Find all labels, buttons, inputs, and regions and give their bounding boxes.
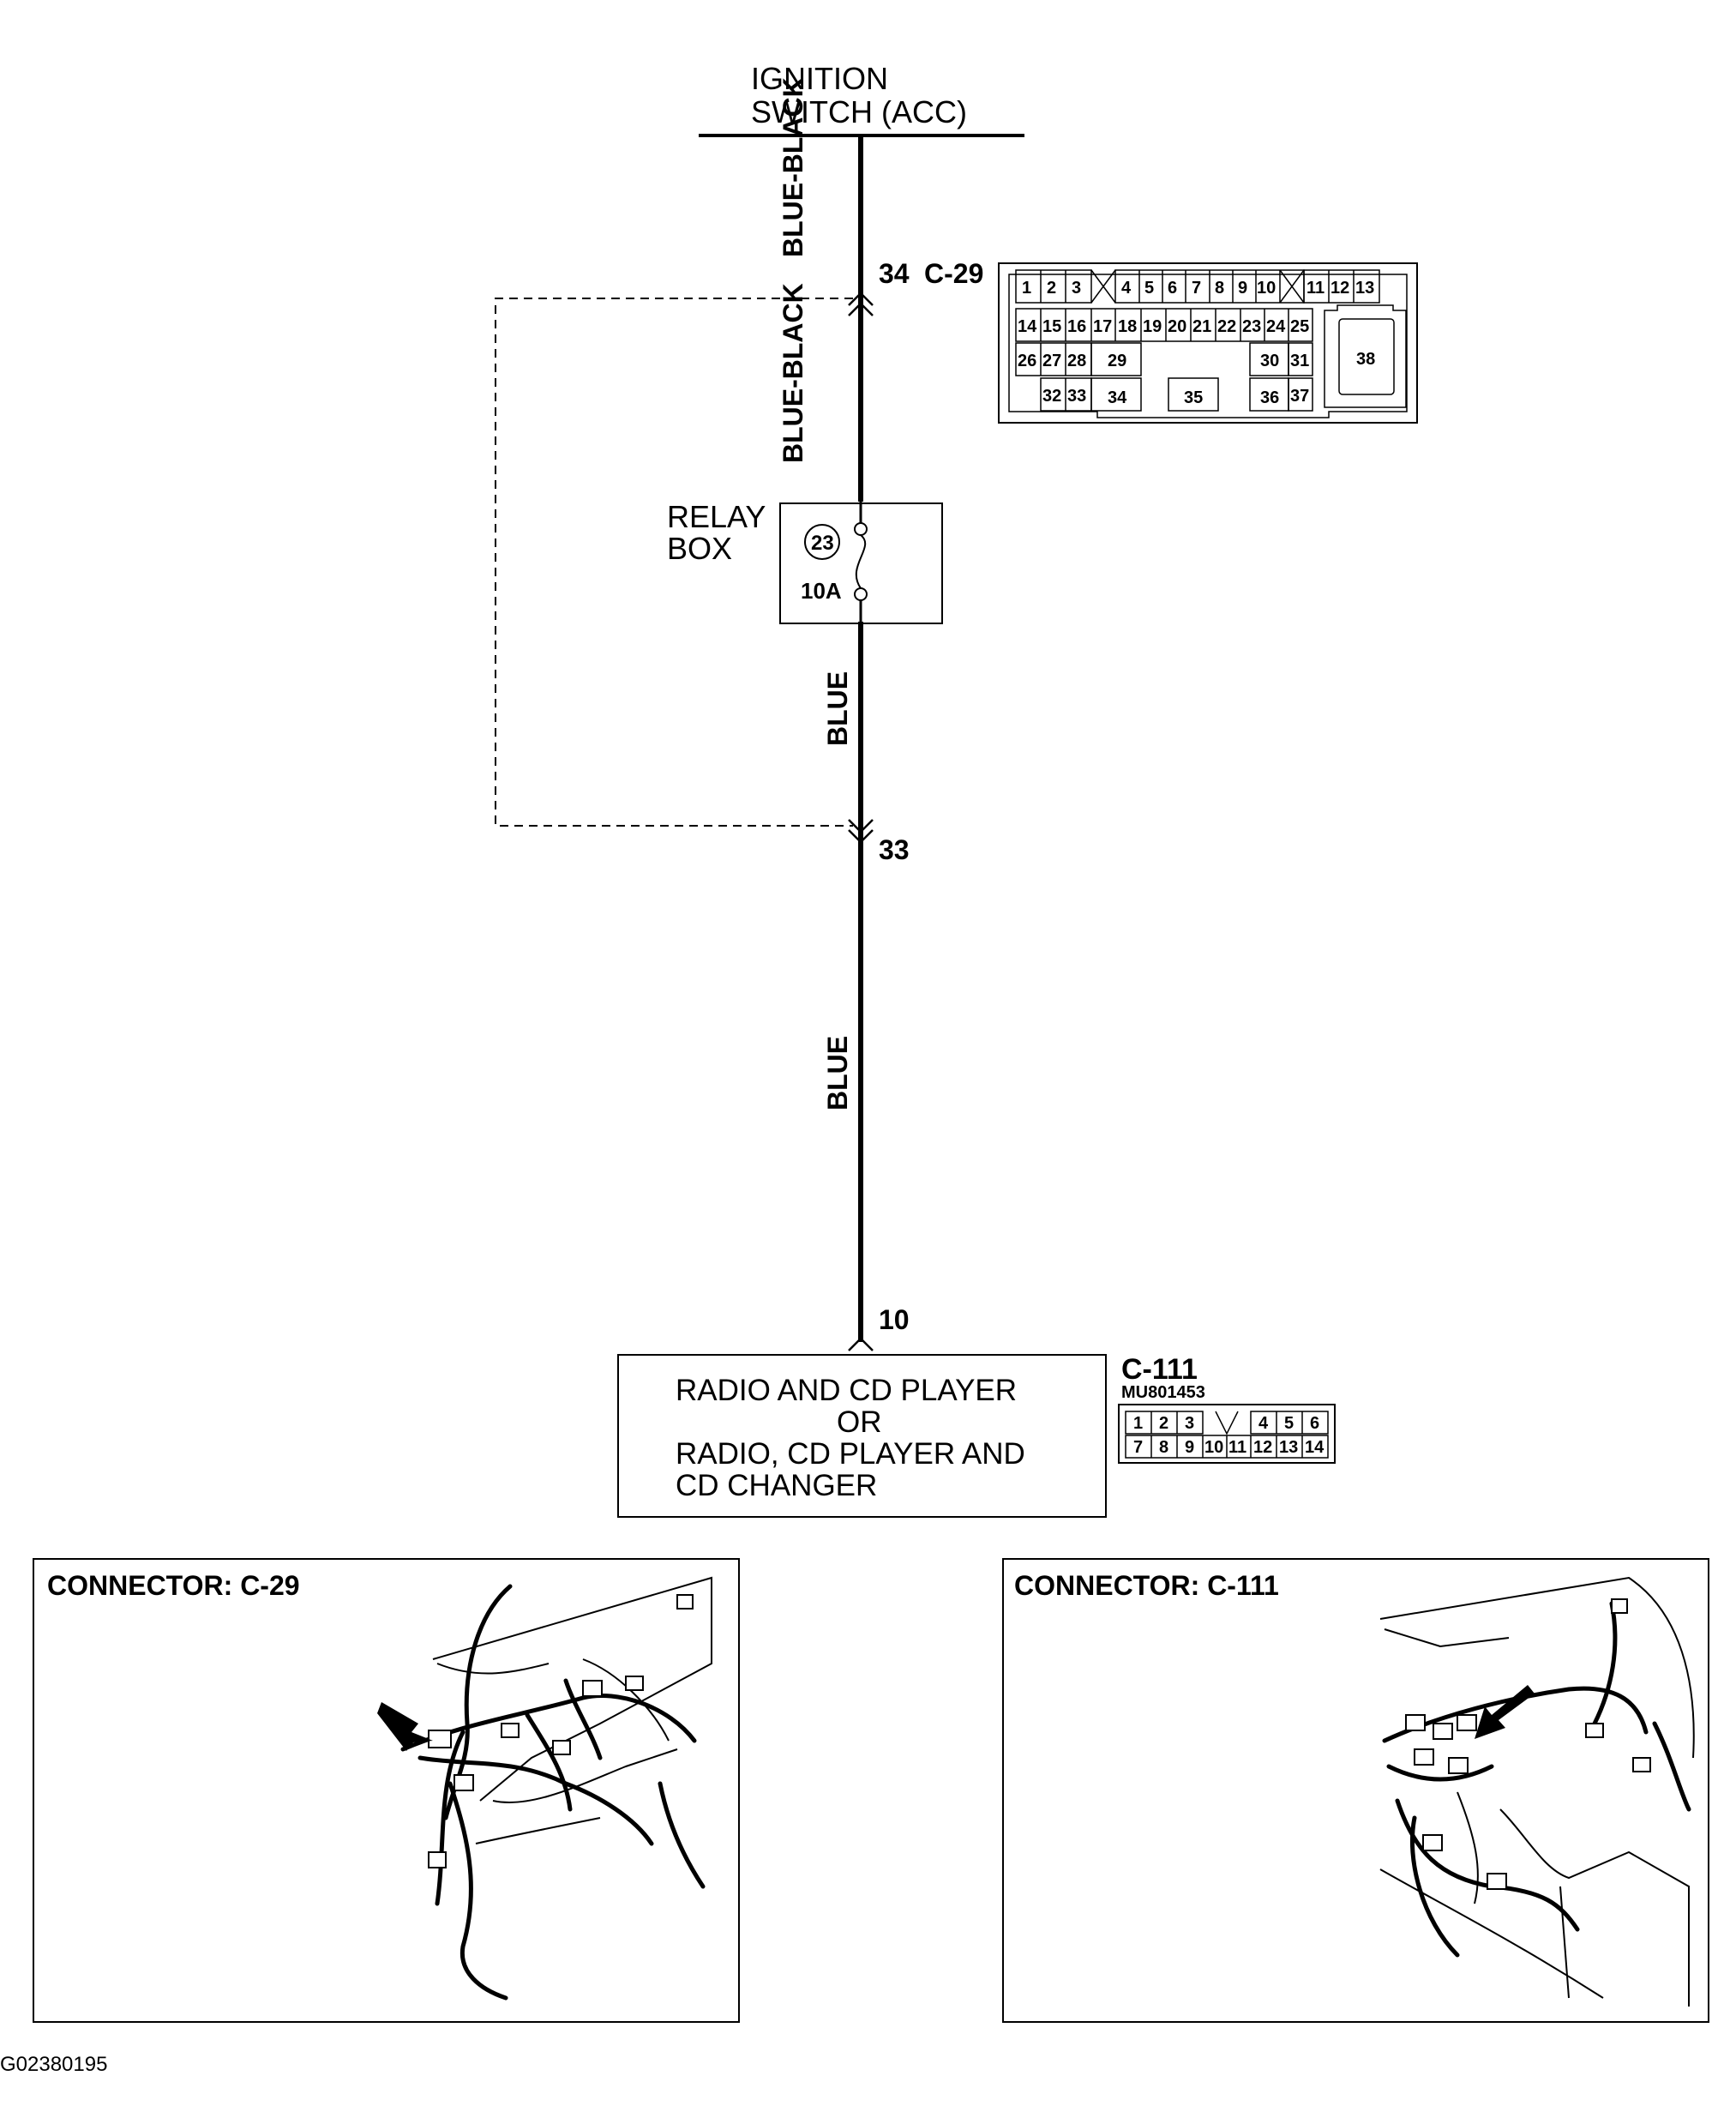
c111-pin: 6 [1310, 1414, 1319, 1433]
wire-color-blue-2: BLUE [822, 1036, 853, 1110]
panel-left-frame [33, 1558, 740, 2023]
c111-pin: 10 [1204, 1438, 1223, 1457]
c111-pin: 3 [1185, 1414, 1194, 1433]
device-label-line4: CD CHANGER [676, 1469, 877, 1502]
fuse-rating: 10A [801, 578, 842, 604]
c111-pin: 1 [1133, 1414, 1143, 1433]
dashboard-harness-illustration-c111 [1379, 1576, 1695, 2007]
connector-c111-location-panel: CONNECTOR: C-111 [1002, 1558, 1709, 2023]
c111-connector-name: C-111 [1121, 1353, 1198, 1386]
c111-pin: 7 [1133, 1438, 1143, 1457]
c29-pin: 35 [1184, 388, 1203, 407]
c29-pin: 2 [1047, 279, 1056, 298]
c29-pin: 26 [1018, 352, 1036, 370]
c29-pin: 31 [1290, 352, 1309, 370]
c29-pin: 32 [1042, 387, 1061, 406]
c29-pin: 25 [1290, 317, 1309, 336]
c29-pin: 28 [1067, 352, 1086, 370]
ignition-switch-label-line2: SWITCH (ACC) [751, 94, 967, 129]
fuse-number: 23 [811, 532, 834, 555]
wire-color-blue-black-1: BLUE-BLACK [778, 77, 808, 257]
c111-connector-outline [1118, 1404, 1336, 1464]
panel-right-title: CONNECTOR: C-111 [1014, 1570, 1279, 1601]
c29-pin: 23 [1242, 317, 1261, 336]
connector-mark-c29-34 [848, 292, 874, 316]
c111-pin: 13 [1279, 1438, 1298, 1457]
c29-pin: 19 [1143, 317, 1162, 336]
connector-mark-c29-33 [848, 819, 874, 844]
wire-color-blue-1: BLUE [822, 671, 853, 746]
c29-connector-face: 1 2 3 4 5 6 7 8 9 10 11 12 13 14 15 16 1… [998, 262, 1418, 424]
fuse-number-circle [804, 524, 840, 560]
ignition-switch-label: IGNITION SWITCH (ACC) [751, 61, 967, 129]
c111-pin: 9 [1185, 1438, 1194, 1457]
c29-pin: 9 [1238, 279, 1247, 298]
ignition-switch-label-line1: IGNITION [751, 61, 888, 96]
c29-pin: 37 [1290, 387, 1309, 406]
c29-pin: 11 [1307, 279, 1325, 298]
c29-pin: 24 [1266, 317, 1286, 336]
c29-pin: 13 [1355, 279, 1374, 298]
c29-pin: 1 [1022, 279, 1031, 298]
c29-pin: 10 [1257, 279, 1276, 298]
c29-pin: 7 [1192, 279, 1201, 298]
c29-pin: 15 [1042, 317, 1061, 336]
pin-34-label: 34 [879, 258, 910, 289]
c29-pin: 16 [1067, 317, 1086, 336]
c29-pin: 17 [1093, 317, 1112, 336]
device-label-line1: RADIO AND CD PLAYER [676, 1374, 1017, 1407]
c29-pin: 33 [1067, 387, 1086, 406]
connector-mark-c111-10 [848, 1337, 874, 1351]
c29-pin: 36 [1260, 388, 1279, 407]
device-label-line3: RADIO, CD PLAYER AND [676, 1437, 1025, 1471]
c111-pin: 2 [1159, 1414, 1168, 1433]
c29-pin: 6 [1168, 279, 1177, 298]
connector-c29-location-panel: CONNECTOR: C-29 [33, 1558, 740, 2023]
c29-pin: 5 [1144, 279, 1154, 298]
c111-part-number: MU801453 [1121, 1383, 1205, 1402]
c29-pin: 4 [1121, 279, 1132, 298]
arrow-icon [1475, 1685, 1535, 1739]
c111-pin: 5 [1284, 1414, 1294, 1433]
c29-pin: 22 [1217, 317, 1236, 336]
c111-pin: 8 [1159, 1438, 1168, 1457]
c29-pin: 3 [1072, 279, 1081, 298]
dashboard-harness-illustration-c29 [377, 1576, 712, 2001]
panel-right-frame [1002, 1558, 1709, 2023]
c29-pin: 27 [1042, 352, 1061, 370]
c29-pin: 29 [1108, 352, 1126, 370]
relay-box-label-line1: RELAY [667, 499, 766, 534]
c29-connector-dashed-outline [495, 298, 853, 827]
pin-10-label: 10 [879, 1304, 910, 1335]
c29-pin: 14 [1018, 317, 1037, 336]
c29-pin: 34 [1108, 388, 1127, 407]
c29-pin: 12 [1331, 279, 1349, 298]
arrow-icon [377, 1702, 433, 1751]
c29-connector-name: C-29 [924, 258, 983, 289]
device-label-line2: OR [837, 1405, 882, 1439]
c29-pin: 21 [1192, 317, 1211, 336]
c111-pin: 14 [1305, 1438, 1325, 1457]
pin-33-label: 33 [879, 834, 910, 865]
c29-pin: 8 [1215, 279, 1224, 298]
relay-box-label-line2: BOX [667, 531, 732, 566]
figure-code: G02380195 [0, 2053, 107, 2076]
c29-pin: 18 [1118, 317, 1137, 336]
c29-pin: 30 [1260, 352, 1279, 370]
relay-box: RELAY BOX 23 10A [667, 499, 943, 624]
c29-pin: 20 [1168, 317, 1186, 336]
c111-pin: 4 [1258, 1414, 1269, 1433]
c111-pin: 12 [1253, 1438, 1272, 1457]
fuse-symbol [855, 534, 867, 589]
c111-pin: 11 [1228, 1438, 1246, 1457]
wire-color-blue-black-2: BLUE-BLACK [778, 283, 808, 463]
radio-device-outline [617, 1354, 1107, 1518]
c111-connector: C-111 MU801453 1 2 3 4 5 6 7 8 9 10 11 1… [1118, 1353, 1336, 1464]
c29-pin: 38 [1356, 350, 1375, 369]
radio-device-box: RADIO AND CD PLAYER OR RADIO, CD PLAYER … [617, 1354, 1107, 1518]
panel-left-title: CONNECTOR: C-29 [47, 1570, 300, 1601]
